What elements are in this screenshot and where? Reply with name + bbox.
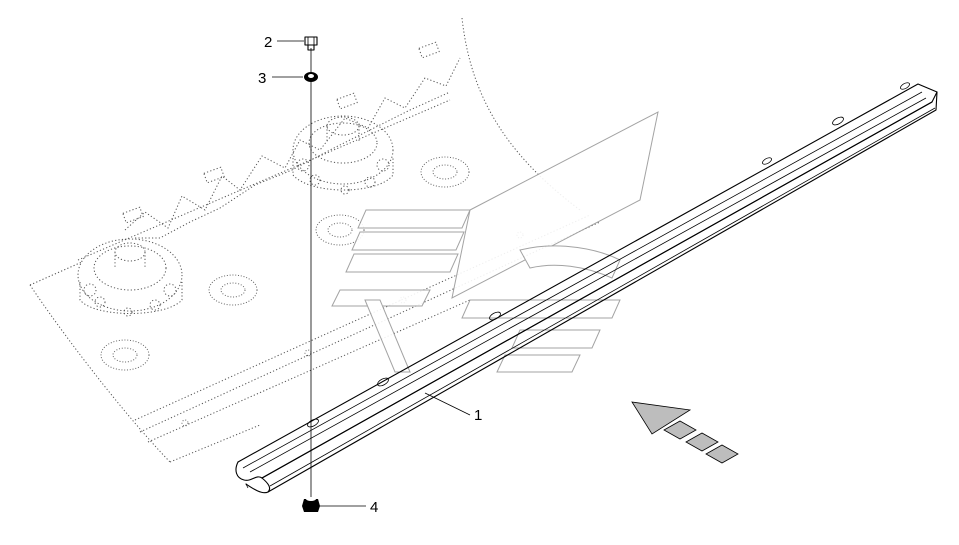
phantom-disc-hub-left: [77, 238, 183, 317]
phantom-disc-hub-right: [292, 115, 394, 195]
bolt-part-2: [304, 36, 318, 51]
leader-lines: [272, 40, 471, 507]
phantom-bearing-discs: [100, 156, 470, 371]
washer-part-3: [304, 72, 318, 82]
callout-label-4: 4: [370, 499, 378, 516]
callout-label-2: 2: [264, 34, 272, 51]
callout-label-1: 1: [474, 407, 482, 424]
watermark-logo: [331, 111, 659, 373]
nut-part-4: [302, 497, 320, 512]
rail-profile-part-1: [235, 82, 938, 494]
travel-direction-arrow-icon: [631, 401, 739, 464]
callout-label-3: 3: [258, 70, 266, 87]
